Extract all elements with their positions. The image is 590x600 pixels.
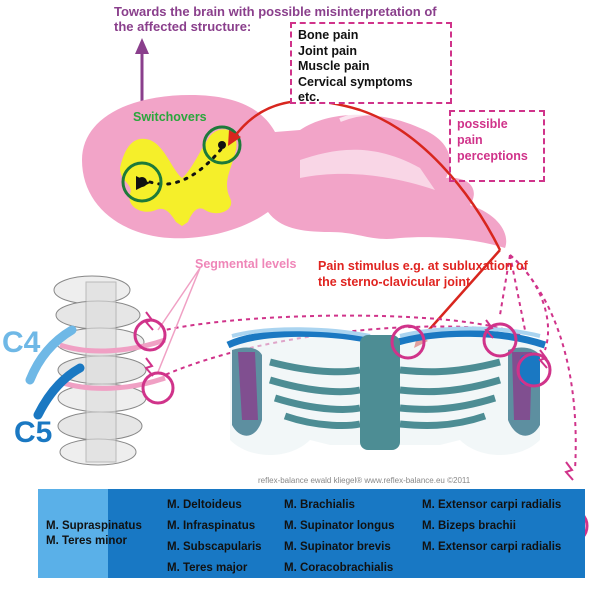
muscle-label: M. Subscapularis	[167, 541, 262, 553]
c5-label: C5	[14, 416, 53, 449]
c4-label: C4	[2, 326, 41, 359]
muscle-label: M. Supraspinatus	[46, 520, 142, 532]
spine-markers	[133, 318, 175, 405]
symptom-item: Bone pain	[298, 28, 359, 42]
muscle-label: M. Extensor carpi radialis	[422, 541, 562, 553]
symptom-item: Joint pain	[298, 43, 358, 58]
thorax	[226, 326, 547, 455]
cervical-spine	[53, 275, 147, 466]
segmental-bands	[59, 267, 201, 391]
muscle-label: M. Teres major	[167, 562, 248, 574]
muscle-label: M. Deltoideus	[167, 499, 242, 511]
possible-pain-line: pain	[457, 133, 483, 147]
muscle-label: M. Coracobrachialis	[284, 562, 394, 574]
muscle-label: M. Supinator longus	[284, 520, 395, 532]
symptom-item: Muscle pain	[298, 59, 370, 73]
possible-pain-line: possible	[457, 117, 508, 131]
switchover-path	[148, 146, 224, 186]
symptom-item: Cervical symptoms	[298, 74, 413, 89]
possible-pain-line: perceptions	[457, 149, 528, 163]
muscle-label: M. Supinator brevis	[284, 541, 391, 553]
switchover-right	[202, 125, 242, 165]
pain-stimulus-label: Pain stimulus e.g. at subluxation of the…	[318, 259, 528, 289]
page-title: Towards the brain with possible misinter…	[114, 4, 437, 34]
c5-nerve	[33, 363, 85, 420]
symptom-item: etc.	[298, 90, 320, 104]
muscle-label: M. Teres minor	[46, 535, 127, 547]
muscle-label: M. Bizeps brachii	[422, 520, 516, 532]
switchover-left	[121, 161, 163, 203]
lightning-icons	[144, 311, 574, 481]
muscle-label: M. Extensor carpi radialis	[422, 499, 562, 511]
possible-pain-box: possible pain perceptions	[449, 110, 545, 182]
muscle-label: M. Infraspinatus	[167, 520, 256, 532]
symptoms-box: Bone pain Joint pain Muscle pain Cervica…	[290, 22, 452, 104]
switchovers-label: Switchovers	[133, 110, 207, 124]
segmental-levels-label: Segmental levels	[195, 257, 297, 271]
muscle-label: M. Brachialis	[284, 499, 355, 511]
c4-nerve	[25, 325, 77, 385]
credit-text: reflex-balance ewald kliegel® www.reflex…	[258, 476, 471, 485]
